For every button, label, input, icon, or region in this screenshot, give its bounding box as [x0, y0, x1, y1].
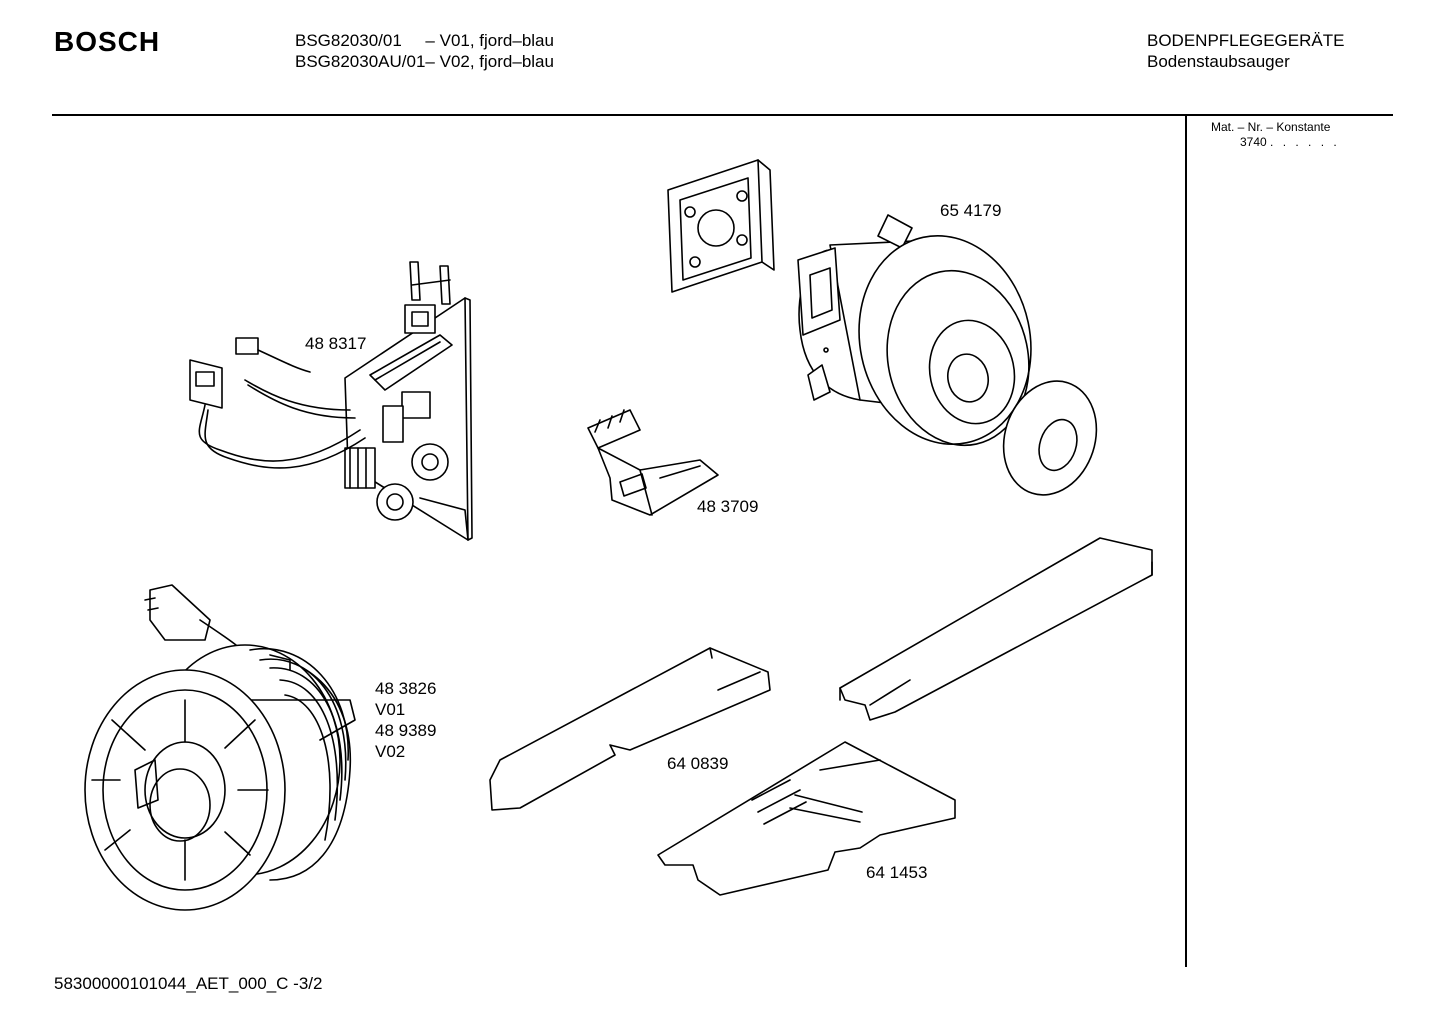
filter-strip-drawing: [489, 647, 771, 811]
material-constant-row: 3740 . . . . . .: [1211, 135, 1340, 150]
material-constant: Mat. – Nr. – Konstante 3740 . . . . . .: [1211, 120, 1340, 150]
filter-strip-right-drawing: [839, 537, 1153, 721]
part-label-filter-strip: 64 0839: [667, 754, 728, 773]
part-label-circuit-board: 48 8317: [305, 334, 366, 353]
category-block: BODENPFLEGEGERÄTE Bodenstaubsauger: [1147, 30, 1344, 72]
material-constant-value: 3740: [1240, 135, 1267, 149]
model-separator: –: [425, 52, 440, 71]
connector-drawing: [587, 409, 719, 516]
model-row: BSG82030/01 – V01, fjord–blau: [295, 30, 554, 51]
model-separator: –: [401, 31, 440, 50]
material-constant-label: Mat. – Nr. – Konstante: [1211, 120, 1331, 134]
model-variant: V02, fjord–blau: [439, 52, 554, 71]
motor-mount-drawing: [667, 159, 775, 293]
model-row: BSG82030AU/01– V02, fjord–blau: [295, 51, 554, 72]
model-list: BSG82030/01 – V01, fjord–blau BSG82030AU…: [295, 30, 554, 72]
model-code: BSG82030AU/01: [295, 52, 426, 71]
model-variant: V01, fjord–blau: [439, 31, 554, 50]
category-subtitle: Bodenstaubsauger: [1147, 52, 1290, 71]
header-divider: [52, 114, 1393, 116]
part-label-filter-plate: 64 1453: [866, 863, 927, 882]
part-label-motor: 65 4179: [940, 201, 1001, 220]
part-label-cable-reel: 48 3826: [375, 679, 436, 698]
model-code: BSG82030/01: [295, 31, 402, 50]
sidebar-divider: [1185, 116, 1187, 967]
brand-logo: BOSCH: [54, 26, 161, 57]
document-code: 58300000101044_AET_000_C -3/2: [54, 974, 323, 993]
category-title: BODENPFLEGEGERÄTE: [1147, 31, 1345, 50]
part-label-cable-reel-alt: 48 9389: [375, 721, 436, 740]
part-variant-cable-reel-alt: V02: [375, 742, 405, 761]
material-constant-dots: . . . . . .: [1270, 135, 1340, 149]
motor-drawing: [797, 214, 1098, 496]
filter-plate-drawing: [657, 741, 956, 896]
circuit-board-drawing: [189, 261, 473, 541]
part-variant-cable-reel: V01: [375, 700, 405, 719]
cable-reel-drawing: [84, 584, 356, 911]
part-label-connector: 48 3709: [697, 497, 758, 516]
